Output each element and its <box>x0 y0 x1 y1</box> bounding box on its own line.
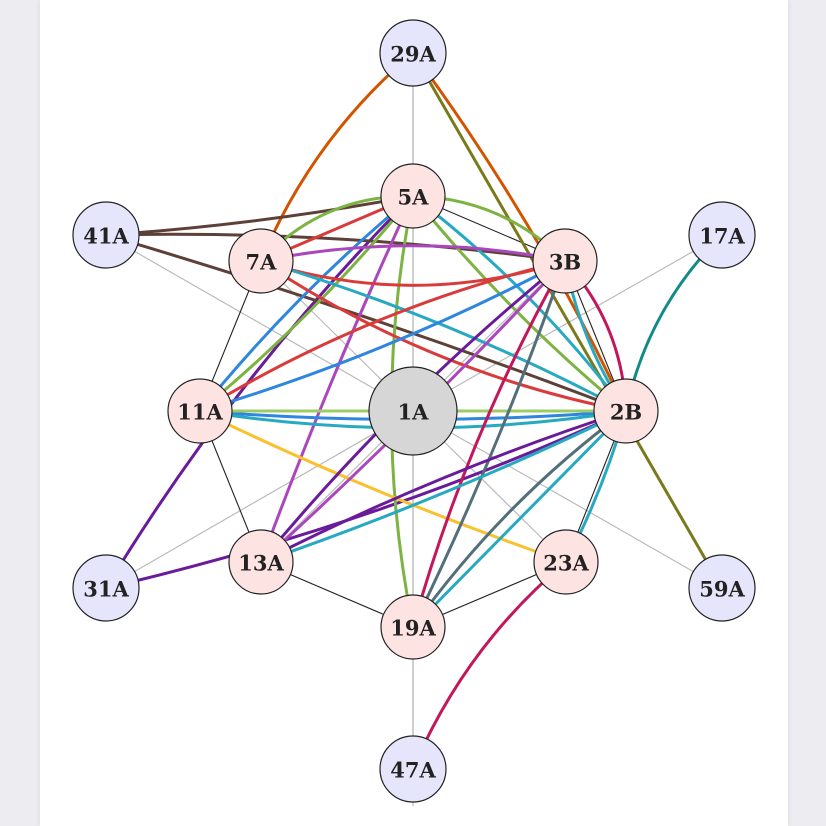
node-label-41A: 41A <box>83 224 129 249</box>
node-circle-17A <box>688 201 756 269</box>
edge-41A-3B <box>104 232 567 263</box>
node-circle-31A <box>72 554 140 622</box>
edge-47A-23A <box>411 560 568 771</box>
node-circle-59A <box>688 554 756 622</box>
node-41A: 41A <box>72 201 140 269</box>
edge-2B-19A <box>411 409 628 629</box>
node-29A: 29A <box>379 19 447 87</box>
node-label-3B: 3B <box>549 250 581 275</box>
node-circle-41A <box>72 201 140 269</box>
edge-3B-19A <box>411 259 567 629</box>
edge-5A-13A <box>259 194 415 564</box>
node-19A: 19A <box>380 594 446 660</box>
edge-5A-2B <box>411 194 628 413</box>
node-circle-29A <box>379 19 447 87</box>
node-circle-7A <box>228 228 294 294</box>
node-circle-3B <box>532 228 598 294</box>
node-label-11A: 11A <box>177 400 223 425</box>
edge-3B-19A <box>411 259 567 629</box>
edge-29A-59A <box>411 51 724 590</box>
edge-11A-3B <box>198 259 567 413</box>
edge-2B-13A <box>259 409 628 564</box>
node-59A: 59A <box>688 554 756 622</box>
node-circle-2B <box>593 378 659 444</box>
node-circle-1A <box>368 366 458 456</box>
node-17A: 17A <box>688 201 756 269</box>
node-label-47A: 47A <box>390 758 436 783</box>
edge-11A-3B <box>198 259 567 413</box>
edge-41A-5A <box>104 194 415 237</box>
node-label-19A: 19A <box>390 616 436 641</box>
nodes-layer: 1A 29A 17A 59A 47A 31A 41A 5A 3B 2B 23A 19A 13A 11A 7A <box>72 19 756 803</box>
spoke-1A-31A <box>105 410 414 589</box>
edge-41A-2B <box>104 233 628 413</box>
node-23A: 23A <box>533 529 599 595</box>
right-margin <box>788 0 826 826</box>
node-13A: 13A <box>228 529 294 595</box>
spoke-1A-41A <box>105 234 414 412</box>
node-label-31A: 31A <box>83 577 129 602</box>
node-47A: 47A <box>379 735 447 803</box>
edge-5A-2B <box>411 194 628 413</box>
node-31A: 31A <box>72 554 140 622</box>
node-circle-19A <box>380 594 446 660</box>
node-3B: 3B <box>532 228 598 294</box>
edge-31A-2B <box>104 409 628 590</box>
node-circle-47A <box>379 735 447 803</box>
node-label-7A: 7A <box>246 250 278 275</box>
node-label-59A: 59A <box>699 577 745 602</box>
node-5A: 5A <box>380 163 446 229</box>
node-label-1A: 1A <box>398 400 430 425</box>
spoke-1A-59A <box>412 410 723 589</box>
node-label-5A: 5A <box>398 185 430 210</box>
node-label-2B: 2B <box>610 400 642 425</box>
node-label-29A: 29A <box>390 42 436 67</box>
node-11A: 11A <box>167 378 233 444</box>
edge-29A-2B <box>411 51 628 413</box>
node-circle-13A <box>228 529 294 595</box>
node-circle-5A <box>380 163 446 229</box>
edge-11A-23A <box>198 409 568 564</box>
edge-2B-19A <box>411 409 628 629</box>
node-2B: 2B <box>593 378 659 444</box>
node-label-17A: 17A <box>699 224 745 249</box>
edge-7A-2B <box>259 259 628 413</box>
edge-5A-11A <box>198 194 415 413</box>
edge-2B-13A <box>259 409 628 564</box>
node-label-23A: 23A <box>543 551 589 576</box>
node-circle-23A <box>533 529 599 595</box>
edge-5A-11A <box>198 194 415 413</box>
node-7A: 7A <box>228 228 294 294</box>
edge-7A-3B <box>259 244 567 263</box>
node-circle-11A <box>167 378 233 444</box>
edge-7A-2B <box>259 259 628 413</box>
left-margin <box>0 0 40 826</box>
node-label-13A: 13A <box>238 551 284 576</box>
node-1A: 1A <box>368 366 458 456</box>
